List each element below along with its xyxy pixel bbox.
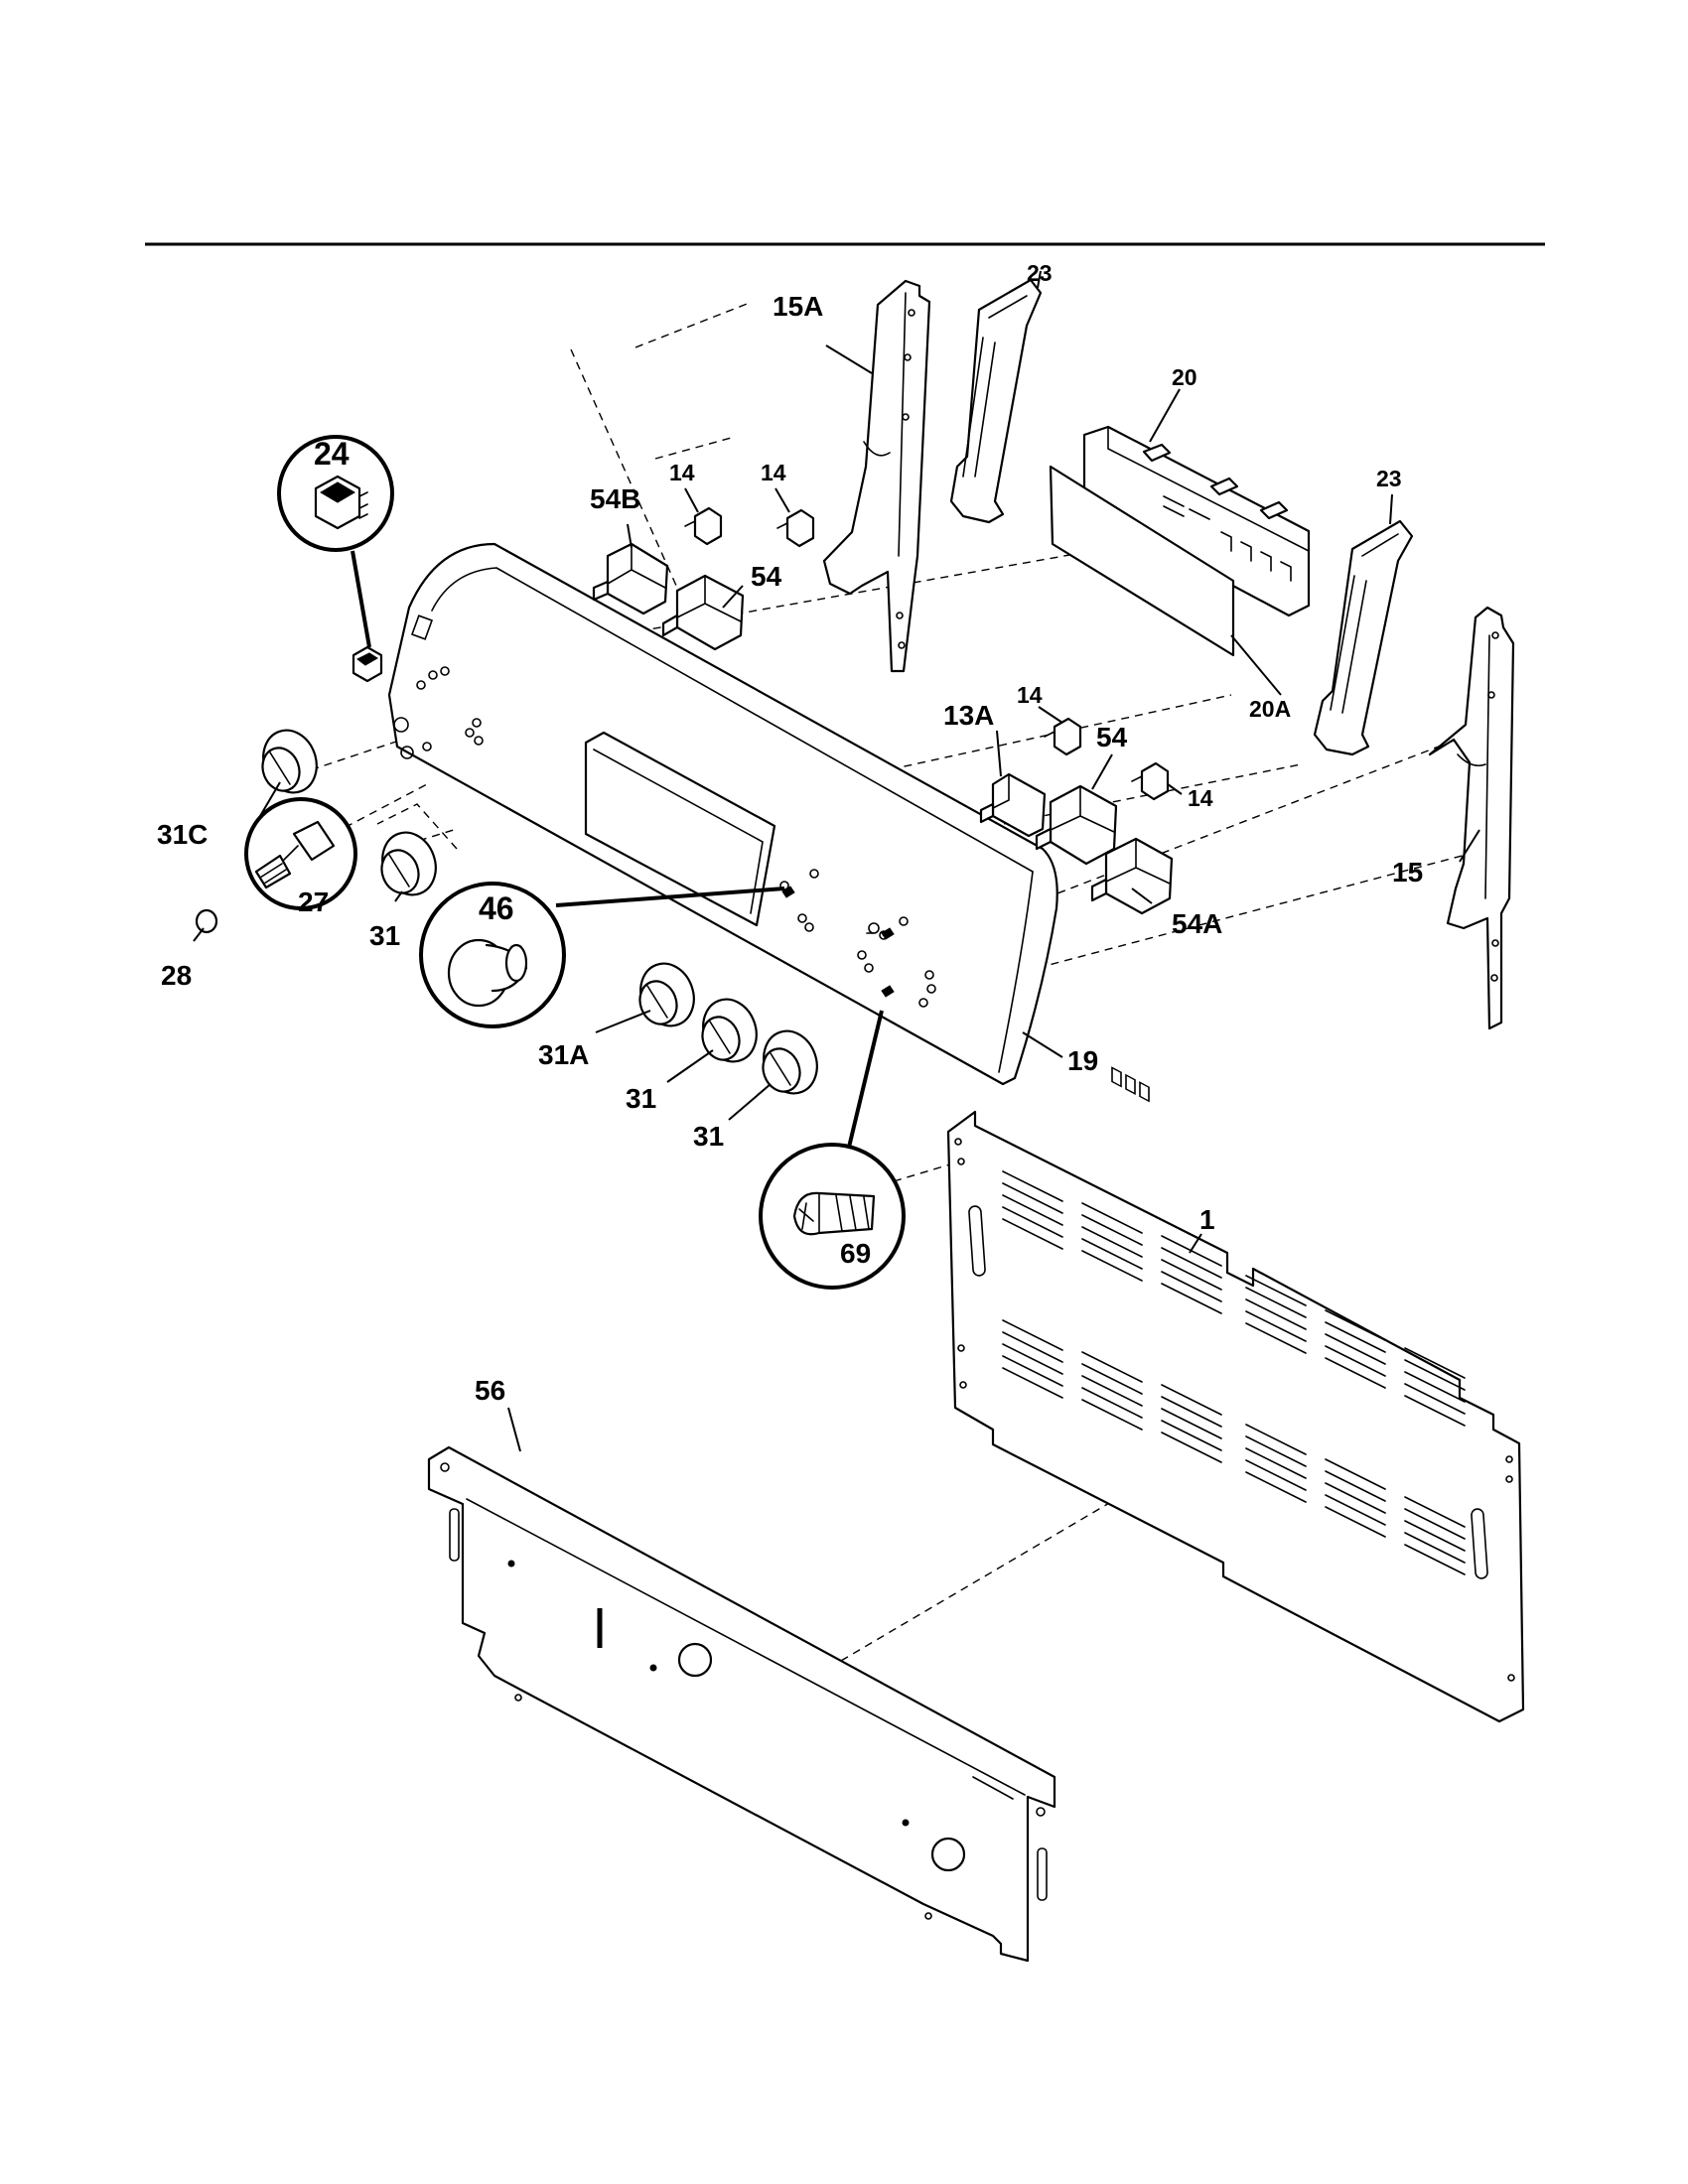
label-54-upper: 54 <box>751 561 782 592</box>
control-console <box>387 542 1058 1086</box>
label-54b: 54B <box>590 483 640 514</box>
part-labels: 15A 23 20 23 24 54B 14 14 54 20A 14 13A … <box>157 260 1423 1406</box>
label-69: 69 <box>840 1238 871 1269</box>
label-54a: 54A <box>1172 908 1222 939</box>
switch-24-small <box>352 645 383 683</box>
mount-bracket-23-lower <box>1313 519 1414 756</box>
label-14-third: 14 <box>1017 682 1043 708</box>
label-23-upper: 23 <box>1027 260 1053 286</box>
overlay-panel-20a <box>1049 465 1235 657</box>
knob-31-middle <box>701 998 758 1063</box>
knob-31a <box>638 962 695 1027</box>
label-56: 56 <box>475 1375 505 1406</box>
switch-54-lower <box>1035 784 1118 866</box>
callout-24 <box>277 435 394 648</box>
switch-54b <box>592 542 669 615</box>
label-28: 28 <box>161 960 192 991</box>
label-15: 15 <box>1392 857 1423 887</box>
label-20a: 20A <box>1249 696 1291 722</box>
indicator-light-14-2 <box>776 508 815 548</box>
label-27: 27 <box>298 887 329 917</box>
label-15a: 15A <box>773 291 823 322</box>
mount-bracket-23-upper <box>949 278 1043 524</box>
switch-54-upper <box>661 574 745 651</box>
side-bracket-15a <box>822 279 931 673</box>
bottom-trim-panel <box>427 1445 1056 1963</box>
console-screws <box>781 886 895 998</box>
label-31-middle: 31 <box>626 1083 656 1114</box>
label-19: 19 <box>1067 1045 1098 1076</box>
side-bracket-15 <box>1428 606 1515 1030</box>
cap-28 <box>195 908 218 934</box>
switch-54a <box>1090 837 1174 915</box>
label-31-left: 31 <box>369 920 400 951</box>
label-54-lower: 54 <box>1096 722 1128 752</box>
label-31a: 31A <box>538 1039 589 1070</box>
label-23-lower: 23 <box>1376 466 1402 491</box>
leader-lines <box>193 270 1480 1452</box>
label-13a: 13A <box>943 700 994 731</box>
knob-31c <box>261 729 318 794</box>
label-46: 46 <box>479 890 514 926</box>
label-1: 1 <box>1199 1204 1215 1235</box>
switch-13a <box>979 772 1047 838</box>
back-panel <box>946 1110 1525 1723</box>
knob-31-left <box>380 831 437 896</box>
label-20: 20 <box>1172 364 1197 390</box>
back-panel-vents-lower <box>1002 1319 1466 1575</box>
label-31-right: 31 <box>693 1121 724 1152</box>
indicator-light-14-1 <box>684 506 723 546</box>
label-31c: 31C <box>157 819 208 850</box>
label-14-second: 14 <box>761 460 786 485</box>
callout-27 <box>244 797 357 910</box>
knob-31-right <box>762 1029 818 1095</box>
callout-46 <box>419 882 785 1028</box>
indicator-light-14-4 <box>1131 761 1170 801</box>
indicator-light-14-3 <box>1044 717 1082 756</box>
callout-69 <box>759 1010 906 1290</box>
label-24: 24 <box>314 436 350 472</box>
label-14-first: 14 <box>669 460 695 485</box>
back-panel-vents-upper <box>1002 1170 1466 1427</box>
label-14-fourth: 14 <box>1188 785 1213 811</box>
